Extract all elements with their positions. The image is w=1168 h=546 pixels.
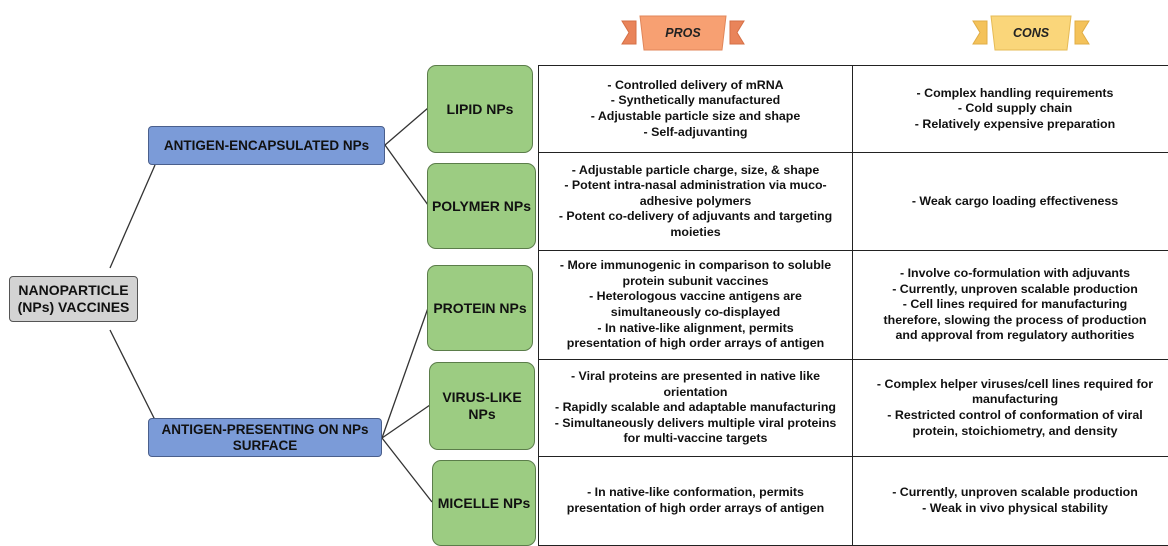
connector-encapsulated-polymer (384, 144, 429, 206)
pros-line: - Heterologous vaccine antigens are (589, 289, 802, 304)
cons-line: - Restricted control of conformation of … (887, 408, 1143, 422)
pros-line: adhesive polymers (639, 193, 752, 208)
cons-line: - Involve co-formulation with adjuvants (900, 266, 1130, 281)
pros-line: simultaneously co-displayed (610, 305, 781, 319)
pros-line: presentation of high order arrays of ant… (566, 336, 825, 351)
pros-line: - Controlled delivery of mRNA (607, 77, 784, 92)
pros-line: presentation of high order arrays of ant… (566, 501, 825, 515)
category-label: ANTIGEN-ENCAPSULATED NPs (163, 137, 370, 153)
pros-header: PROS (665, 26, 701, 40)
cons-line: - Complex helper viruses/cell lines requ… (876, 376, 1154, 391)
cons-line: protein, stoichiometry, and density (912, 423, 1118, 438)
cons-line: - Currently, unproven scalable productio… (892, 281, 1138, 296)
pros-line: - Simultaneously delivers multiple viral… (554, 415, 837, 430)
type-label: POLYMER NPs (431, 197, 532, 214)
cons-line: - Weak in vivo physical stability (922, 501, 1108, 515)
pros-line: - Potent co-delivery of adjuvants and ta… (558, 209, 833, 224)
pros-line: - Viral proteins are presented in native… (570, 369, 821, 384)
cons-header: CONS (1012, 26, 1050, 40)
cons-line: and approval from regulatory authorities (895, 328, 1135, 343)
pros-line: moieties (670, 224, 721, 239)
cons-line: - Cold supply chain (957, 101, 1073, 116)
type-virus-like-nps: VIRUS-LIKE NPs (429, 362, 535, 450)
pros-cell-virus-like: - Viral proteins are presented in native… (538, 359, 853, 457)
type-label: MICELLE NPs (437, 494, 531, 511)
connector-root-encapsulated (109, 164, 156, 269)
pros-line: - Adjustable particle charge, size, & sh… (571, 162, 820, 177)
cons-line: manufacturing (971, 392, 1059, 407)
type-label: NPs (468, 406, 496, 422)
cons-line: - Complex handling requirements (916, 85, 1114, 100)
pros-line: protein subunit vaccines (622, 273, 769, 288)
pros-cell-protein: - More immunogenic in comparison to solu… (538, 250, 853, 360)
pros-cell-lipid: - Controlled delivery of mRNA - Syntheti… (538, 65, 853, 153)
pros-line: - Potent intra-nasal administration via … (564, 178, 827, 193)
cons-line: - Relatively expensive preparation (914, 116, 1116, 131)
cons-line: therefore, slowing the process of produc… (883, 312, 1147, 327)
cons-line: - Weak cargo loading effectiveness (911, 193, 1119, 208)
type-label: VIRUS-LIKE (442, 389, 522, 405)
pros-line: - More immunogenic in comparison to solu… (559, 258, 832, 273)
pros-line: - Self-adjuvanting (643, 124, 748, 139)
root-node: NANOPARTICLE (NPs) VACCINES (9, 276, 138, 322)
category-label: ANTIGEN-PRESENTING ON NPs (161, 421, 369, 437)
cons-banner-icon (972, 15, 1090, 51)
pros-cell-polymer: - Adjustable particle charge, size, & sh… (538, 152, 853, 251)
root-label-line: (NPs) VACCINES (17, 299, 130, 315)
pros-banner-icon (621, 15, 745, 51)
type-protein-nps: PROTEIN NPs (427, 265, 533, 351)
type-micelle-nps: MICELLE NPs (432, 460, 536, 546)
category-antigen-presenting: ANTIGEN-PRESENTING ON NPs SURFACE (148, 418, 382, 457)
connector-presenting-viruslike (381, 404, 431, 439)
pros-line: for multi-vaccine targets (623, 431, 768, 446)
cons-cell-virus-like: - Complex helper viruses/cell lines requ… (852, 359, 1168, 457)
root-label-line: NANOPARTICLE (18, 282, 129, 298)
cons-cell-protein: - Involve co-formulation with adjuvants … (852, 250, 1168, 360)
pros-line: - In native-like conformation, permits (587, 485, 804, 500)
pros-line: - Synthetically manufactured (610, 93, 781, 108)
type-polymer-nps: POLYMER NPs (427, 163, 536, 249)
type-label: PROTEIN NPs (433, 299, 527, 316)
cons-cell-micelle: - Currently, unproven scalable productio… (852, 456, 1168, 546)
pros-line: - In native-like alignment, permits (597, 320, 794, 335)
pros-line: - Adjustable particle size and shape (590, 109, 801, 123)
category-label: SURFACE (232, 437, 298, 453)
pros-cell-micelle: - In native-like conformation, permits p… (538, 456, 853, 546)
category-antigen-encapsulated: ANTIGEN-ENCAPSULATED NPs (148, 126, 385, 165)
connector-encapsulated-lipid (384, 107, 429, 146)
connector-root-presenting (109, 329, 156, 421)
connector-presenting-micelle (381, 437, 433, 503)
cons-line: - Currently, unproven scalable productio… (892, 485, 1138, 500)
pros-line: - Rapidly scalable and adaptable manufac… (555, 400, 836, 415)
pros-line: orientation (663, 384, 728, 399)
type-label: LIPID NPs (446, 100, 514, 117)
cons-line: - Cell lines required for manufacturing (902, 297, 1128, 312)
cons-cell-polymer: - Weak cargo loading effectiveness (852, 152, 1168, 251)
type-lipid-nps: LIPID NPs (427, 65, 533, 153)
cons-cell-lipid: - Complex handling requirements - Cold s… (852, 65, 1168, 153)
connector-presenting-protein (381, 307, 429, 439)
